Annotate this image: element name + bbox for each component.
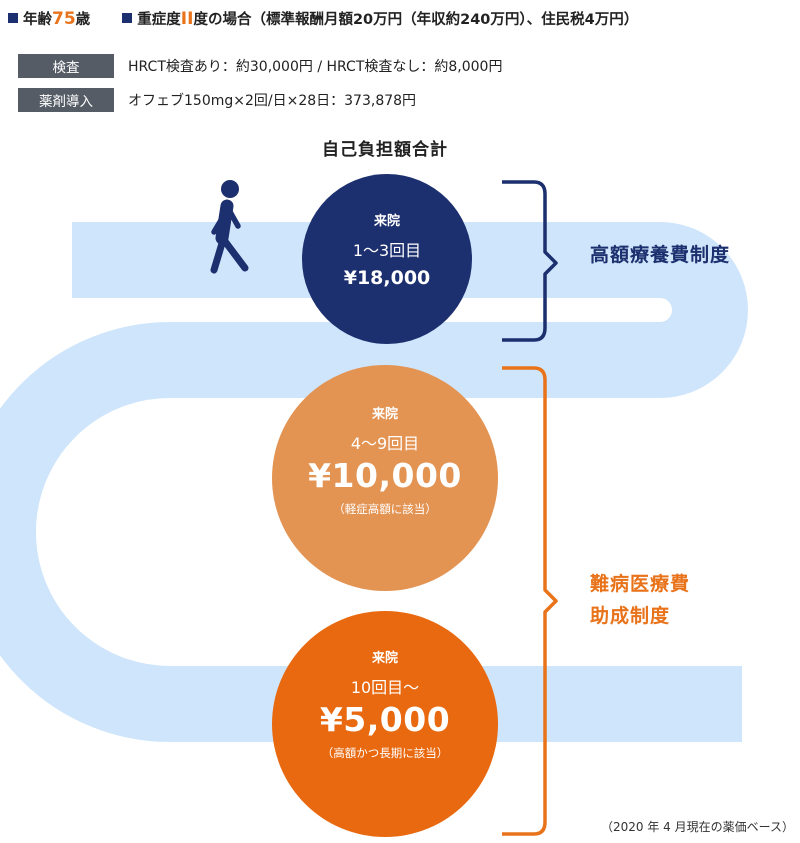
visit-circle-3: 来院 10回目〜 ¥5,000 （高額かつ長期に該当） xyxy=(272,611,498,837)
visit-range: 10回目〜 xyxy=(350,678,420,697)
severity-detail: 度の場合（標準報酬月額20万円（年収約240万円）、住民税4万円） xyxy=(193,12,639,28)
condition-header: 年齢75歳 重症度II度の場合（標準報酬月額20万円（年収約240万円）、住民税… xyxy=(8,8,638,29)
age-value: 75 xyxy=(52,9,76,29)
visit-label: 来院 xyxy=(373,214,400,229)
exam-cost-text: HRCT検査あり：約30,000円 / HRCT検査なし：約8,000円 xyxy=(128,59,503,75)
visit-price: ¥18,000 xyxy=(343,267,431,289)
visit-price: ¥10,000 xyxy=(308,456,462,495)
road-path xyxy=(0,222,748,742)
walking-person-icon xyxy=(210,180,249,274)
intractable-line-1: 難病医療費 xyxy=(590,573,691,595)
intractable-line-2: 助成制度 xyxy=(590,605,671,627)
severity-label: 重症度 xyxy=(137,12,181,28)
exam-tag: 検査 xyxy=(18,54,114,78)
navy-square-bullet xyxy=(122,13,133,23)
drug-tag: 薬剤導入 xyxy=(18,88,114,112)
info-row-drug: 薬剤導入 オフェブ150mg×2回/日×28日：373,878円 xyxy=(18,88,416,112)
navy-square-bullet xyxy=(8,13,18,23)
intractable-disease-scheme-label: 難病医療費 助成制度 xyxy=(590,568,690,632)
visit-note: （高額かつ長期に該当） xyxy=(321,746,449,760)
high-cost-scheme-label: 高額療養費制度 xyxy=(590,244,731,266)
visit-price: ¥5,000 xyxy=(319,700,451,739)
severity-value: II xyxy=(180,9,194,29)
visit-circle-2: 来院 4〜9回目 ¥10,000 （軽症高額に該当） xyxy=(272,365,498,591)
footnote: （2020 年 4 月現在の薬価ベース） xyxy=(600,820,794,834)
visit-note: （軽症高額に該当） xyxy=(333,502,437,516)
visit-range: 4〜9回目 xyxy=(350,434,420,453)
age-label: 年齢 xyxy=(23,12,52,28)
drug-cost-text: オフェブ150mg×2回/日×28日：373,878円 xyxy=(128,93,417,109)
bracket-intractable xyxy=(502,366,558,836)
age-unit: 歳 xyxy=(75,12,91,28)
visit-range: 1〜3回目 xyxy=(352,241,422,260)
total-burden-title: 自己負担額合計 xyxy=(322,140,448,160)
visit-label: 来院 xyxy=(371,651,398,666)
visit-label: 来院 xyxy=(371,407,398,422)
bracket-high-cost xyxy=(502,180,558,342)
info-row-exam: 検査 HRCT検査あり：約30,000円 / HRCT検査なし：約8,000円 xyxy=(18,54,502,78)
visit-circle-1: 来院 1〜3回目 ¥18,000 xyxy=(302,174,472,344)
